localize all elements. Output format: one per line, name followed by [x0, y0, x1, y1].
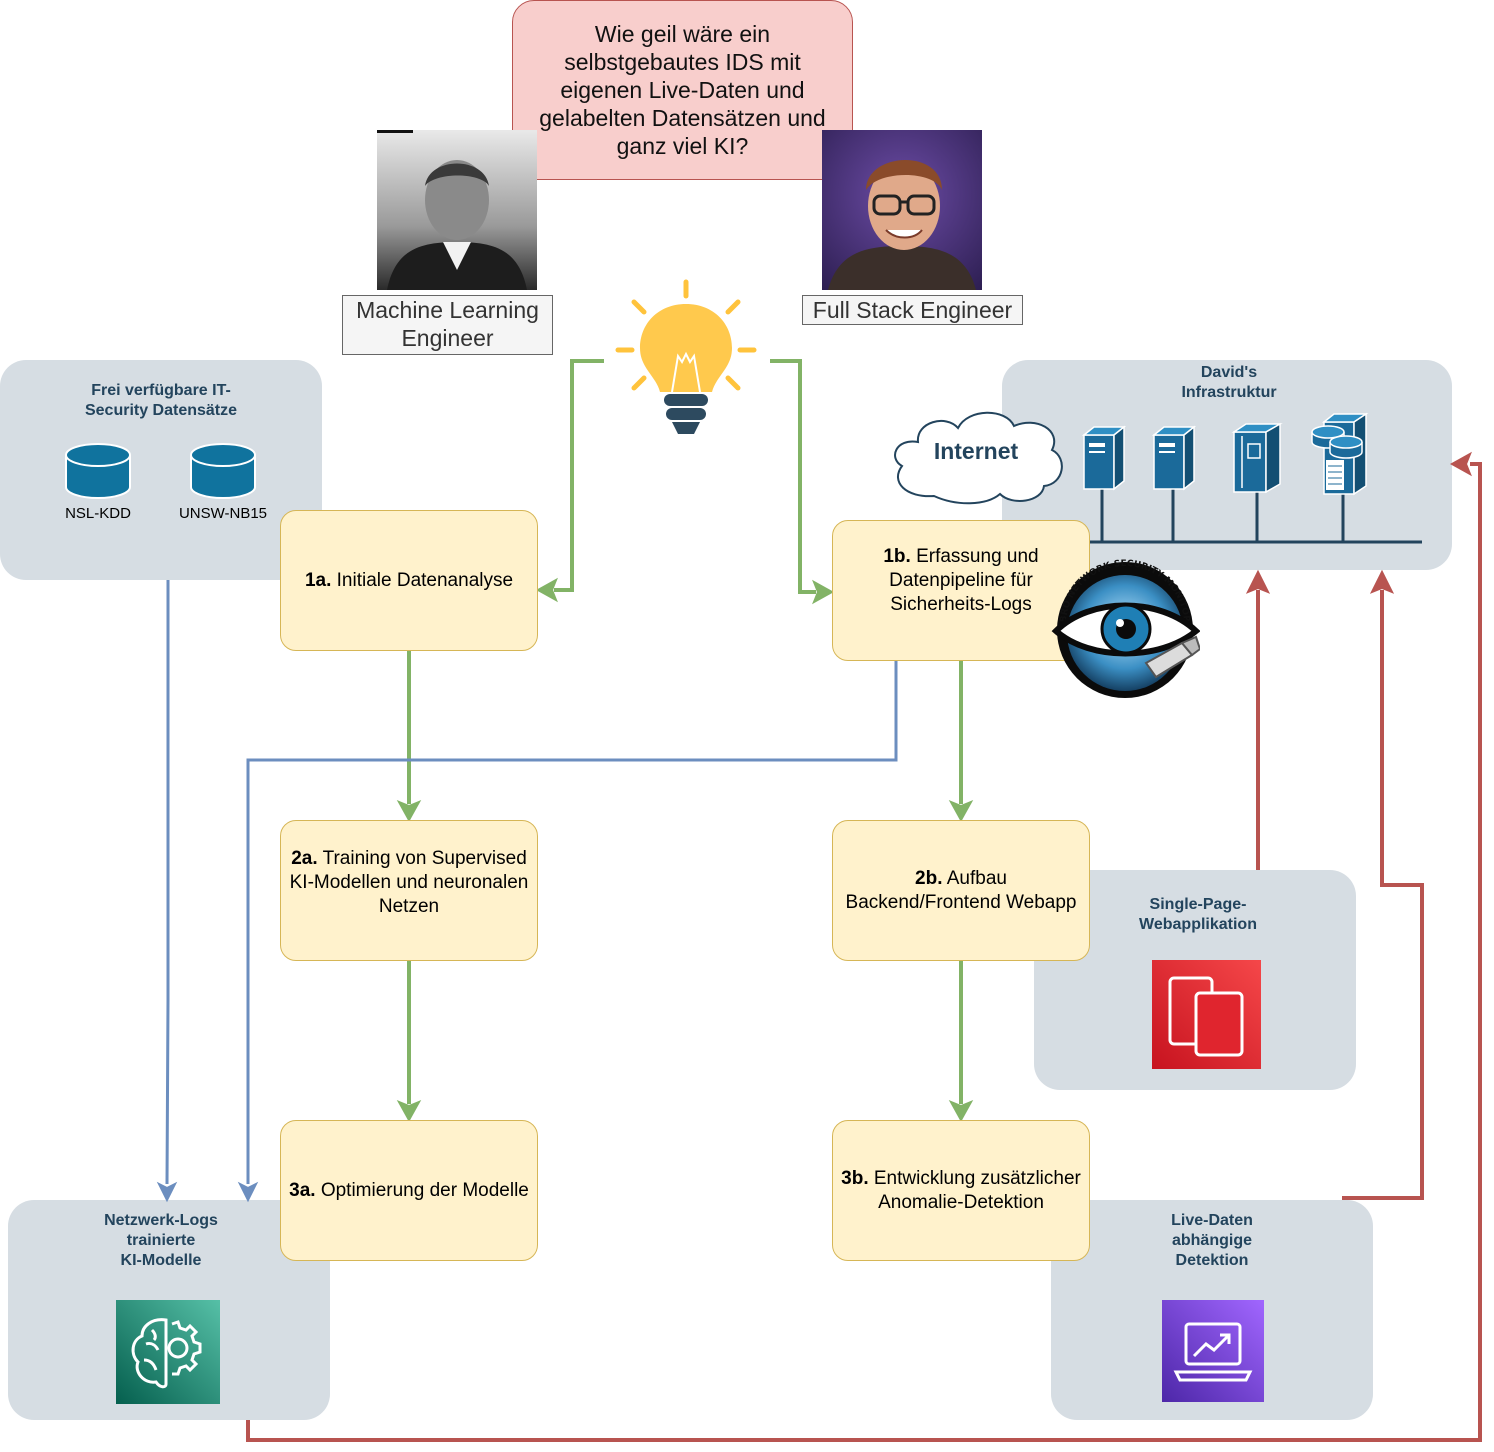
step-1b-number: 1b.	[883, 545, 911, 567]
live-detection-group-title: Live-Daten abhängige Detektion	[1171, 1212, 1253, 1269]
idea-speech-bubble: Wie geil wäre ein selbstgebautes IDS mit…	[512, 0, 853, 180]
edge-bulb-to-1a	[554, 359, 604, 592]
step-2a-label: Training von Supervised KI-Modellen und …	[289, 847, 529, 917]
database-icon	[65, 443, 131, 499]
bro-security-monitor-logo: BRO NETWORK SECURITY MONITOR	[1051, 559, 1200, 698]
live-detection-group: Live-Daten abhängige Detektion	[1051, 1200, 1373, 1420]
edge-datasets-to-models	[165, 580, 170, 1185]
analytics-laptop-icon	[1162, 1300, 1264, 1402]
spa-group-title: Single-Page- Webapplikation	[1139, 896, 1257, 933]
edge-models-to-infra	[246, 462, 1482, 1442]
database-icon	[190, 443, 256, 499]
step-3a-label: Optimierung der Modelle	[315, 1179, 529, 1201]
mobile-devices-icon	[1152, 960, 1261, 1069]
step-3a-number: 3a.	[289, 1179, 316, 1201]
step-3b-box: 3b. Entwicklung zusätzlicher Anomalie-De…	[832, 1120, 1090, 1261]
infrastructure-group-title: David's Infrastruktur	[1181, 364, 1277, 401]
edge-live-to-infra	[1342, 590, 1424, 1200]
step-2b-text: 2b. Aufbau Backend/Frontend Webapp	[837, 867, 1085, 915]
internet-label: Internet	[933, 438, 1019, 464]
step-1b-text: 1b. Erfassung und Datenpipeline für Sich…	[837, 545, 1085, 617]
server-tower-icon	[1081, 425, 1127, 491]
internet-cloud-icon	[894, 411, 1063, 505]
server-tower-icon	[1151, 425, 1197, 491]
step-3a-text: 3a. Optimierung der Modelle	[289, 1179, 529, 1203]
edge-1b-to-models	[246, 660, 898, 1184]
ml-engineer-photo	[377, 130, 537, 290]
step-2a-box: 2a. Training von Supervised KI-Modellen …	[280, 820, 538, 961]
step-2a-number: 2a.	[291, 847, 318, 869]
datasets-group: Frei verfügbare IT- Security Datensätze …	[0, 360, 322, 580]
step-1a-label: Initiale Datenanalyse	[331, 569, 514, 591]
step-2b-number: 2b.	[915, 867, 943, 889]
dataset-label-unsw-nb15: UNSW-NB15	[178, 505, 268, 522]
light-bulb-icon	[615, 279, 757, 434]
models-group: Netzwerk-Logs trainierte KI-Modelle	[8, 1200, 330, 1420]
step-3b-label: Entwicklung zusätzlicher Anomalie-Detekt…	[868, 1167, 1081, 1213]
ml-engineer-label: Machine Learning Engineer	[342, 295, 553, 355]
models-group-title: Netzwerk-Logs trainierte KI-Modelle	[104, 1212, 218, 1269]
fullstack-engineer-label: Full Stack Engineer	[802, 295, 1023, 325]
server-rack-icon	[1231, 422, 1283, 494]
step-1a-text: 1a. Initiale Datenanalyse	[305, 569, 513, 593]
brain-gear-icon	[116, 1300, 220, 1404]
fullstack-engineer-photo	[822, 130, 982, 290]
edge-bulb-to-1b	[770, 359, 816, 594]
step-3b-number: 3b.	[841, 1167, 869, 1189]
dataset-label-nsl-kdd: NSL-KDD	[65, 505, 131, 522]
step-2b-box: 2b. Aufbau Backend/Frontend Webapp	[832, 820, 1090, 961]
datasets-group-title: Frei verfügbare IT- Security Datensätze	[84, 382, 238, 419]
step-2b-label: Aufbau Backend/Frontend Webapp	[845, 867, 1077, 913]
step-1b-label: Erfassung und Datenpipeline für Sicherhe…	[889, 545, 1039, 615]
step-1b-box: 1b. Erfassung und Datenpipeline für Sich…	[832, 520, 1090, 661]
step-1a-number: 1a.	[304, 569, 332, 591]
step-3b-text: 3b. Entwicklung zusätzlicher Anomalie-De…	[837, 1167, 1085, 1215]
step-1a-box: 1a. Initiale Datenanalyse	[280, 510, 538, 651]
storage-server-icon	[1311, 412, 1369, 496]
step-2a-text: 2a. Training von Supervised KI-Modellen …	[285, 847, 533, 919]
step-3a-box: 3a. Optimierung der Modelle	[280, 1120, 538, 1261]
